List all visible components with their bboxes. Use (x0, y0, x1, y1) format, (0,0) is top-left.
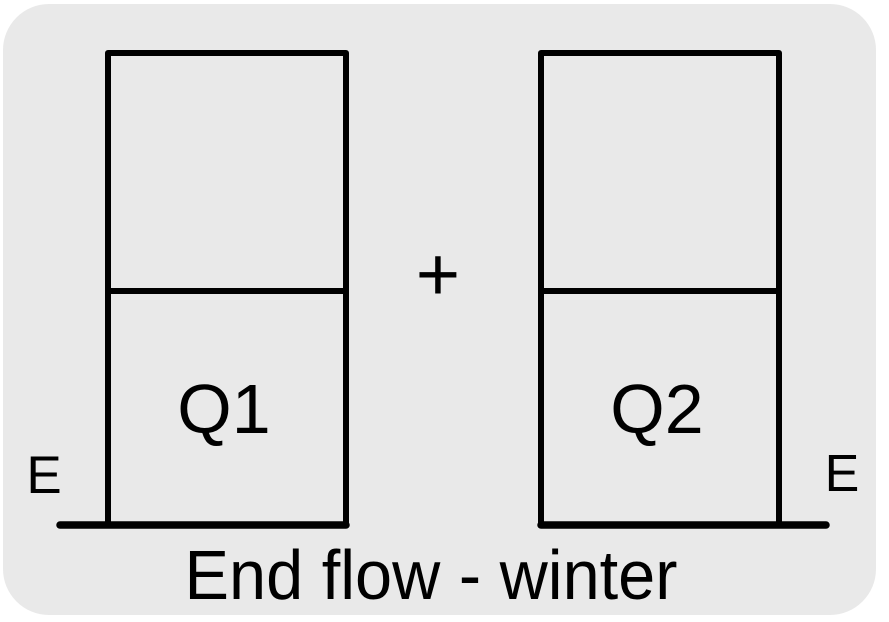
q1-label: Q1 (177, 370, 270, 448)
left-e-marker: E (26, 446, 61, 505)
diagram-caption: End flow - winter (185, 536, 678, 614)
right-e-marker: E (825, 445, 860, 503)
plus-operator: + (416, 232, 460, 317)
q2-label: Q2 (610, 370, 703, 448)
card-background (3, 4, 876, 615)
